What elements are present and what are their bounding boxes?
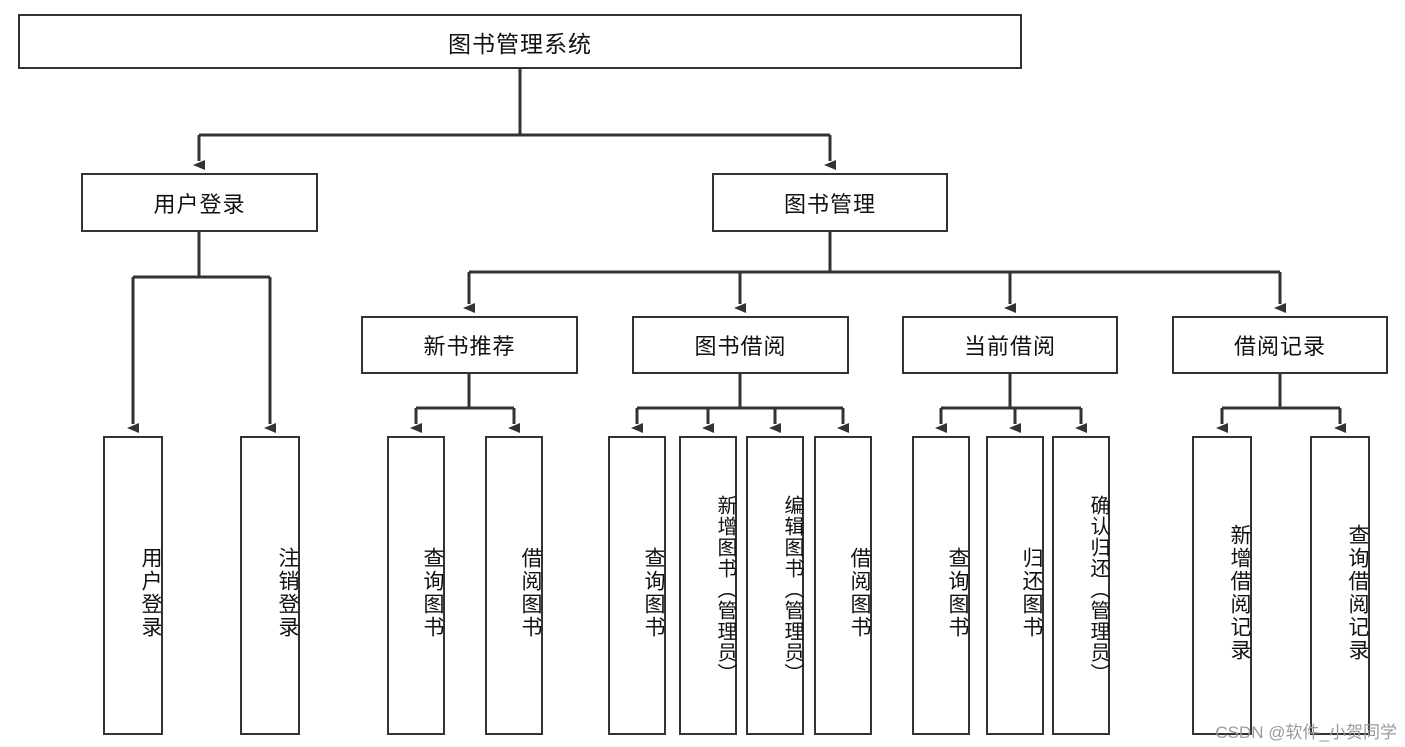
node-book-management[interactable]: 图书管理 bbox=[712, 173, 948, 232]
node-borrow-record[interactable]: 借阅记录 bbox=[1172, 316, 1388, 374]
leaf-query-borrow-record[interactable]: 查询借阅记录 bbox=[1310, 436, 1370, 735]
leaf-return-book[interactable]: 归还图书 bbox=[986, 436, 1044, 735]
leaf-user-login[interactable]: 用户登录 bbox=[103, 436, 163, 735]
leaf-query-book-recommend[interactable]: 查询图书 bbox=[387, 436, 445, 735]
node-new-book-recommend[interactable]: 新书推荐 bbox=[361, 316, 578, 374]
leaf-confirm-return-admin[interactable]: 确认归还（管理员） bbox=[1052, 436, 1110, 735]
leaf-edit-book-admin[interactable]: 编辑图书（管理员） bbox=[746, 436, 804, 735]
leaf-query-book-borrow[interactable]: 查询图书 bbox=[608, 436, 666, 735]
leaf-add-book-admin[interactable]: 新增图书（管理员） bbox=[679, 436, 737, 735]
leaf-borrow-book-recommend[interactable]: 借阅图书 bbox=[485, 436, 543, 735]
leaf-borrow-book[interactable]: 借阅图书 bbox=[814, 436, 872, 735]
leaf-user-logout[interactable]: 注销登录 bbox=[240, 436, 300, 735]
node-user-login[interactable]: 用户登录 bbox=[81, 173, 318, 232]
watermark-text: CSDN @软件_小贺同学 bbox=[1215, 723, 1397, 742]
node-root-system[interactable]: 图书管理系统 bbox=[18, 14, 1022, 69]
leaf-query-book-current[interactable]: 查询图书 bbox=[912, 436, 970, 735]
leaf-add-borrow-record[interactable]: 新增借阅记录 bbox=[1192, 436, 1252, 735]
node-current-borrow[interactable]: 当前借阅 bbox=[902, 316, 1118, 374]
node-book-borrow[interactable]: 图书借阅 bbox=[632, 316, 849, 374]
